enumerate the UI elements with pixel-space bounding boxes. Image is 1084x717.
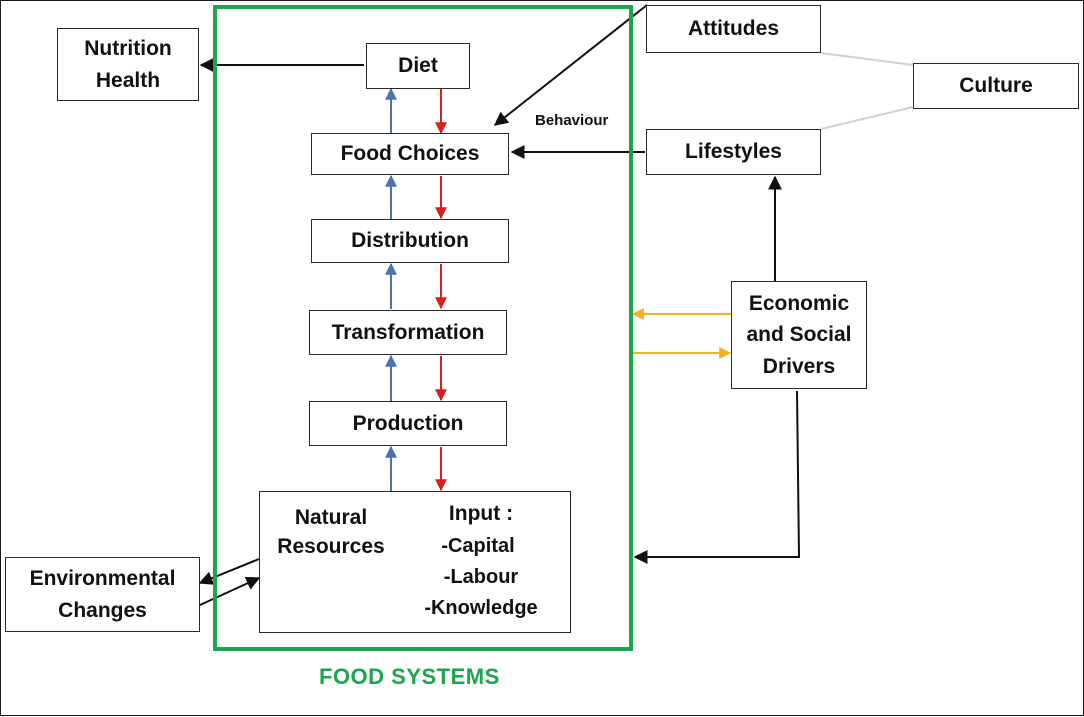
natural-resources-box: Natural Resources Input : -Capital -Labo… xyxy=(259,491,571,633)
inputs-list: Input : -Capital -Labour -Knowledge xyxy=(406,498,556,624)
input-knowledge: -Knowledge xyxy=(424,596,538,619)
food-systems-title: FOOD SYSTEMS xyxy=(319,664,500,689)
arrow-attitudes-to-food-choices xyxy=(493,4,648,126)
economic-social-drivers-label: Economic and Social Drivers xyxy=(746,291,852,378)
nutrition-health-box: Nutrition Health xyxy=(57,28,199,101)
input-capital: -Capital xyxy=(441,534,515,557)
environmental-changes-box: Environmental Changes xyxy=(5,557,200,632)
economic-social-drivers-box: Economic and Social Drivers xyxy=(731,281,867,389)
line-culture-lifestyles xyxy=(820,106,914,130)
attitudes-label: Attitudes xyxy=(688,17,779,41)
distribution-box: Distribution xyxy=(311,219,509,263)
production-box: Production xyxy=(309,401,507,446)
transformation-label: Transformation xyxy=(331,320,485,344)
food-choices-label: Food Choices xyxy=(340,142,480,166)
lifestyles-label: Lifestyles xyxy=(685,140,782,164)
diet-label: Diet xyxy=(398,54,438,78)
environmental-changes-label: Environmental Changes xyxy=(29,567,176,622)
transformation-box: Transformation xyxy=(309,310,507,355)
production-label: Production xyxy=(352,411,464,435)
line-attitudes-culture xyxy=(820,52,914,66)
food-choices-box: Food Choices xyxy=(311,133,509,175)
arrow-drivers-to-natural-resources xyxy=(633,390,801,564)
input-labour: -Labour xyxy=(443,565,519,588)
distribution-label: Distribution xyxy=(351,229,469,253)
natural-resources-label: Natural Resources xyxy=(277,506,385,559)
culture-label: Culture xyxy=(959,74,1033,98)
food-systems-frame xyxy=(213,5,633,651)
inputs-heading: Input : xyxy=(448,502,514,525)
diet-box: Diet xyxy=(366,43,470,89)
attitudes-box: Attitudes xyxy=(646,5,821,53)
arrow-resources-to-environment xyxy=(198,558,260,585)
lifestyles-box: Lifestyles xyxy=(646,129,821,175)
nutrition-health-label: Nutrition Health xyxy=(84,37,172,92)
arrow-environment-to-resources xyxy=(199,576,261,606)
behaviour-label: Behaviour xyxy=(535,112,609,129)
culture-box: Culture xyxy=(913,63,1079,109)
